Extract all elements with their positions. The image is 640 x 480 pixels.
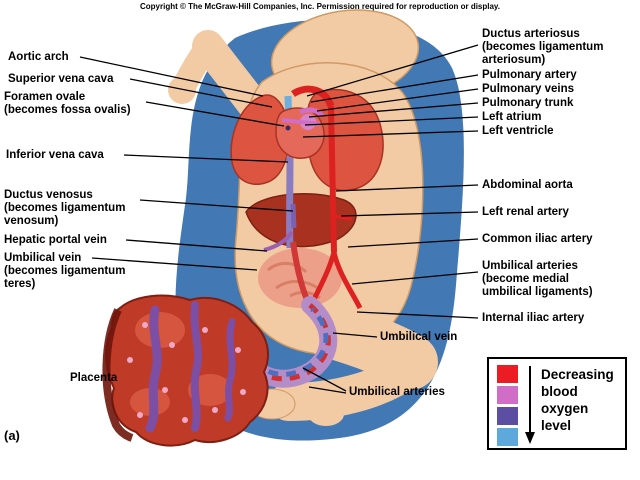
placenta-villi	[145, 305, 162, 433]
placenta-lobe	[135, 312, 185, 348]
label-placenta: Placenta	[70, 372, 118, 384]
label-pulmonary-artery: Pulmonary artery	[482, 69, 577, 81]
leader-line	[340, 211, 479, 217]
leader-line	[332, 332, 378, 338]
pulmonary-trunk-art	[299, 107, 325, 118]
leader-line	[302, 367, 347, 392]
leader-line	[306, 44, 479, 97]
label-left-renal-artery: Left renal artery	[482, 206, 569, 218]
legend-swatch-3	[497, 428, 518, 446]
descending-aorta-art	[328, 105, 337, 253]
leader-line	[91, 257, 258, 271]
fetus-hand	[168, 76, 196, 104]
leader-line	[145, 101, 285, 127]
leader-line	[335, 184, 479, 192]
leader-line	[302, 130, 479, 138]
leader-line	[308, 386, 347, 394]
leader-line	[125, 239, 268, 252]
label-abdominal-aorta: Abdominal aorta	[482, 179, 573, 191]
label-internal-iliac-artery: Internal iliac artery	[482, 312, 585, 324]
leader-line	[308, 102, 479, 118]
label-aortic-arch: Aortic arch	[8, 51, 69, 63]
legend-swatch-0	[497, 365, 518, 383]
label-inferior-vena-cava: Inferior vena cava	[6, 149, 104, 161]
placenta-villi	[224, 318, 236, 422]
leader-line	[139, 199, 294, 212]
label-superior-vena-cava: Superior vena cava	[8, 73, 114, 85]
heart-art	[275, 107, 325, 159]
fetus-foot-2	[308, 402, 344, 426]
label-ductus-venosus: Ductus venosus (becomes ligamentum venos…	[4, 189, 126, 227]
hepatic-portal-vein-art	[263, 230, 294, 252]
placenta-art	[105, 294, 269, 447]
legend-swatch-1	[497, 386, 518, 404]
leader-line	[123, 154, 289, 163]
label-pulmonary-veins: Pulmonary veins	[482, 83, 575, 95]
legend-swatch-2	[497, 407, 518, 425]
oxygen-legend: Decreasing blood oxygen level	[487, 357, 627, 450]
leader-line	[310, 74, 479, 103]
ductus-venosus-art	[290, 203, 297, 229]
right-iliac-artery-art	[331, 251, 363, 310]
label-pulmonary-trunk: Pulmonary trunk	[482, 97, 574, 109]
placenta-villi	[190, 301, 202, 432]
label-left-ventricle: Left ventricle	[482, 125, 554, 137]
leader-line	[316, 88, 479, 112]
leader-line	[351, 271, 479, 285]
label-hepatic-portal-vein: Hepatic portal vein	[4, 234, 107, 246]
figure-marker: (a)	[4, 428, 20, 443]
label-umbilical-vein-mid: Umbilical vein	[380, 331, 458, 343]
legend-down-arrow-icon	[525, 366, 535, 444]
label-ductus-arteriosus: Ductus arteriosus (becomes ligamentum ar…	[482, 28, 604, 66]
pulmonary-veins-art	[281, 118, 321, 126]
placenta-margin	[102, 308, 134, 442]
aortic-arch-art	[291, 85, 335, 108]
placenta-speckles	[127, 322, 246, 423]
leader-line	[347, 238, 479, 248]
fetus-lower-leg	[269, 349, 429, 421]
renal-artery-art	[333, 214, 353, 221]
label-foramen-ovale: Foramen ovale (becomes fossa ovalis)	[4, 91, 131, 116]
leader-line	[304, 116, 479, 126]
label-common-iliac-artery: Common iliac artery	[482, 233, 593, 245]
copyright-text: Copyright © The McGraw-Hill Companies, I…	[139, 2, 501, 11]
label-umbilical-arteries-bottom: Umbilical arteries	[349, 386, 445, 398]
leader-line	[356, 311, 479, 319]
leader-line	[129, 78, 273, 108]
label-umbilical-vein-left: Umbilical vein (becomes ligamentum teres…	[4, 252, 126, 290]
foramen-ovale-art	[285, 125, 291, 131]
umbilical-cord-artery-strand	[251, 307, 329, 377]
label-left-atrium: Left atrium	[482, 111, 542, 123]
legend-label: Decreasing blood oxygen level	[541, 367, 614, 433]
leader-lines	[79, 44, 479, 394]
label-umbilical-arteries-right: Umbilical arteries (become medial umbili…	[482, 260, 593, 298]
leader-line	[79, 56, 264, 97]
